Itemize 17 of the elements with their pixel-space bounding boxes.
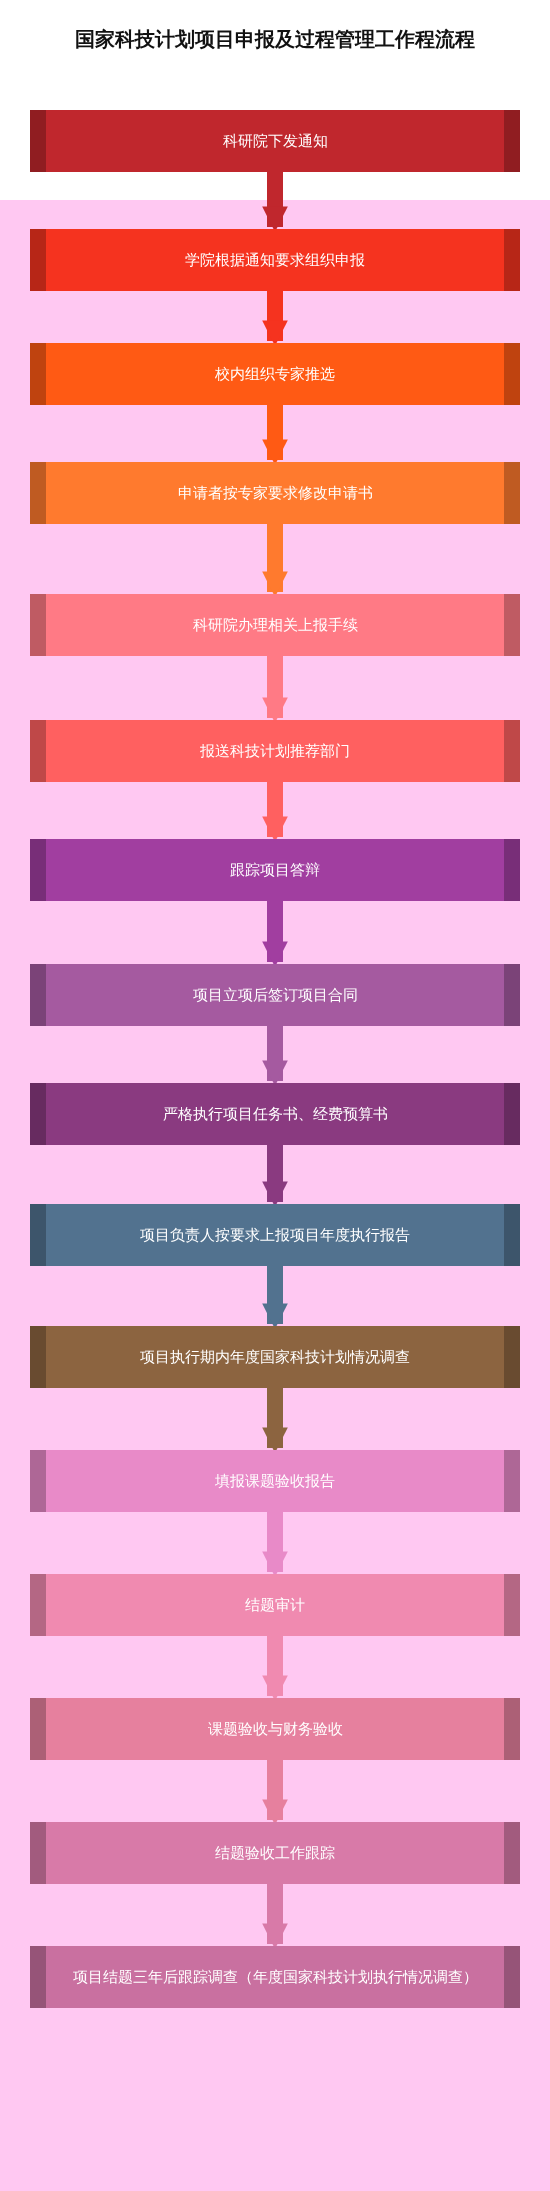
step-banner: 项目结题三年后跟踪调查（年度国家科技计划执行情况调查） — [30, 1946, 520, 2008]
step-banner: 校内组织专家推选 — [30, 343, 520, 405]
step-banner: 项目负责人按要求上报项目年度执行报告 — [30, 1204, 520, 1266]
step-banner: 申请者按专家要求修改申请书 — [30, 462, 520, 524]
step-banner: 填报课题验收报告 — [30, 1450, 520, 1512]
step-banner: 项目立项后签订项目合同 — [30, 964, 520, 1026]
step-banner: 严格执行项目任务书、经费预算书 — [30, 1083, 520, 1145]
step-banner: 学院根据通知要求组织申报 — [30, 229, 520, 291]
step-banner: 报送科技计划推荐部门 — [30, 720, 520, 782]
step-banner: 科研院办理相关上报手续 — [30, 594, 520, 656]
step-banner: 项目执行期内年度国家科技计划情况调查 — [30, 1326, 520, 1388]
step-banner: 课题验收与财务验收 — [30, 1698, 520, 1760]
title: 国家科技计划项目申报及过程管理工作程流程 — [74, 26, 476, 53]
step-banner: 结题审计 — [30, 1574, 520, 1636]
step-banner: 结题验收工作跟踪 — [30, 1822, 520, 1884]
step-banner: 跟踪项目答辩 — [30, 839, 520, 901]
step-banner: 科研院下发通知 — [30, 110, 520, 172]
